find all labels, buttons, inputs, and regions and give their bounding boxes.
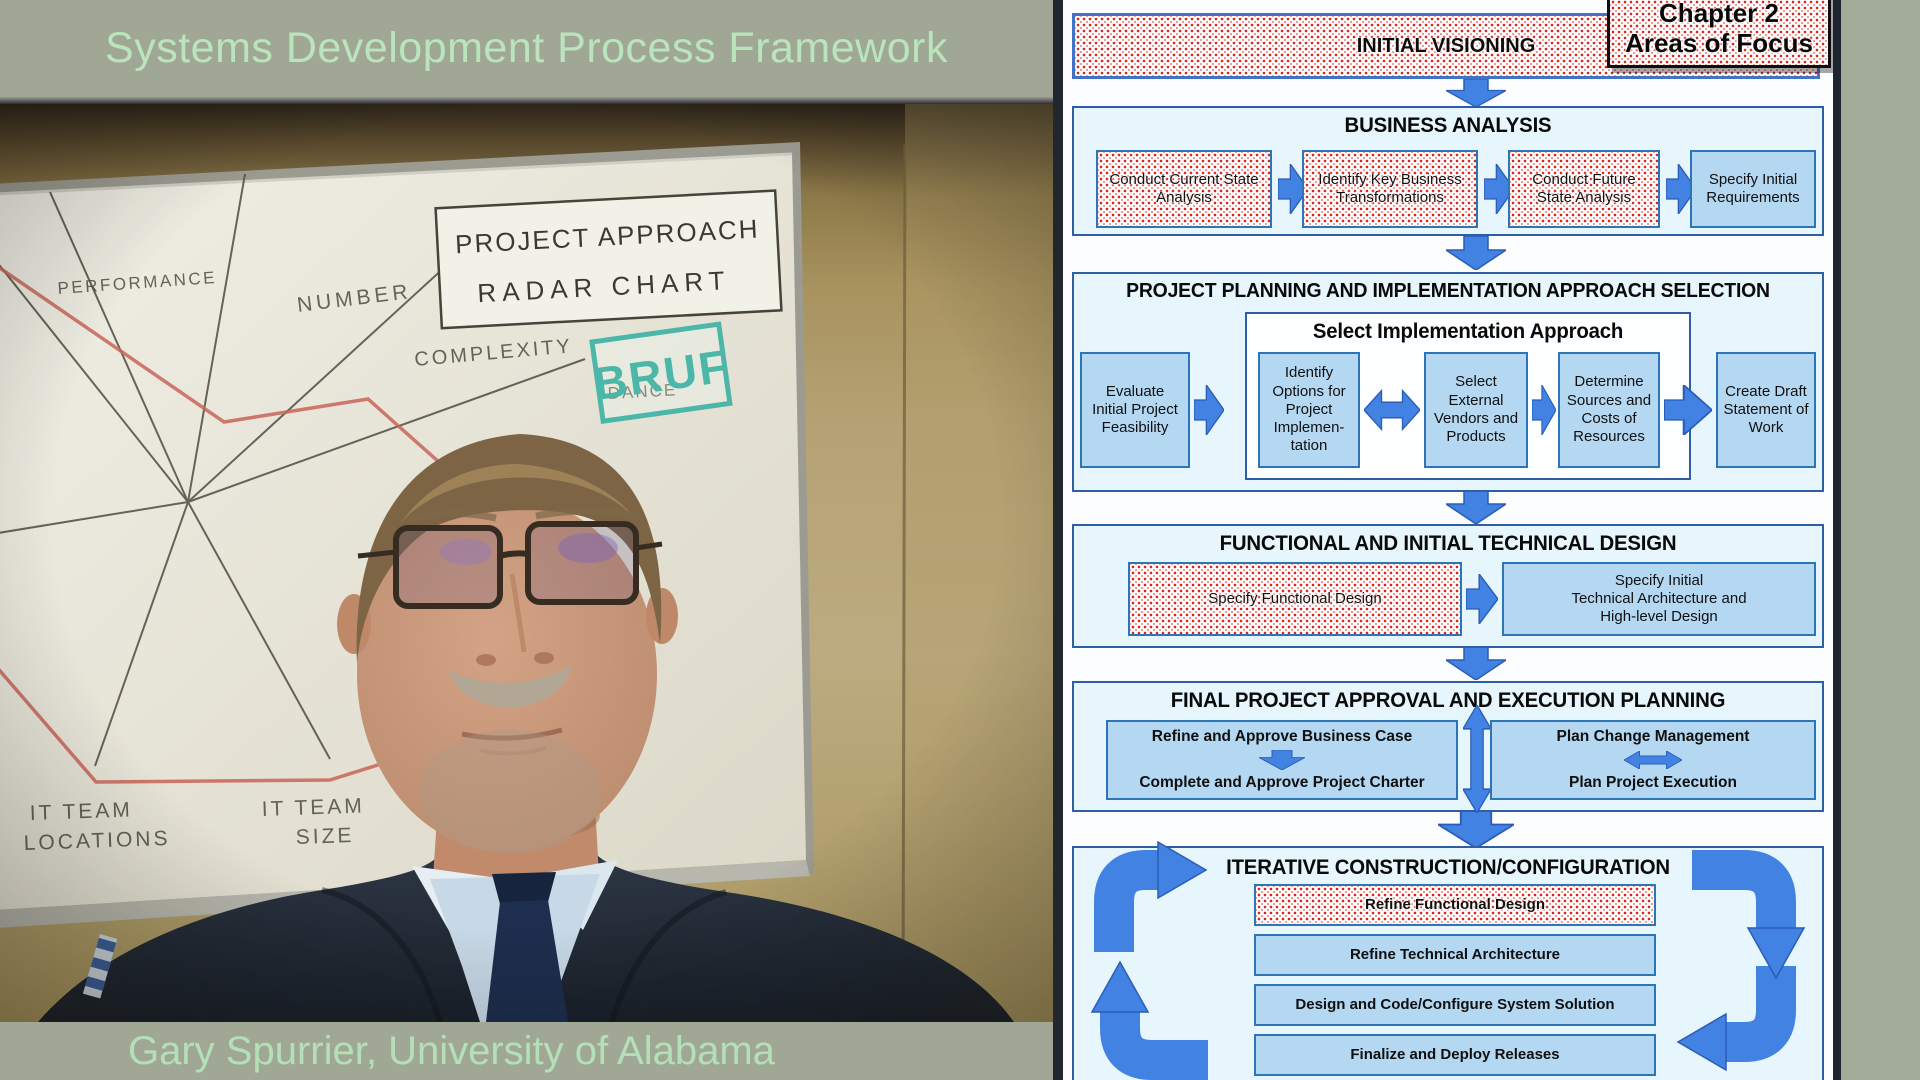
loop-arrow-right-bottom [1726,966,1796,1062]
functional-design-title: FUNCTIONAL AND INITIAL TECHNICAL DESIGN [1219,532,1677,555]
arrow-right-fd [1466,574,1498,624]
webcam-video[interactable]: PERFORMANCE NUMBER COMPLEXITY DANCE IT T… [0,104,1053,1022]
video-title: Systems Development Process Framework [105,24,948,72]
step-finalize-deploy: Finalize and Deploy Releases [1254,1034,1656,1076]
final-approval-title: FINAL PROJECT APPROVAL AND EXECUTION PLA… [1170,689,1726,712]
title-separator [0,97,1053,104]
complete-charter-label: Complete and Approve Project Charter [1139,774,1425,791]
step-refine-functional-design: Refine Functional Design [1254,884,1656,926]
arrow-double-horizontal-pp [1364,381,1420,439]
arrow-right-ba-1 [1278,164,1308,214]
speaker-caption-bar: Gary Spurrier, University of Alabama [0,1022,1053,1080]
step-identify-options: Identify Options for Project Implemen-ta… [1258,352,1360,468]
arrow-right-ba-3 [1666,164,1696,214]
specify-technical-line2: Technical Architecture and [1571,589,1747,607]
step-specify-technical-architecture: Specify Initial Technical Architecture a… [1502,562,1816,636]
step-specify-functional-design: Specify Functional Design [1128,562,1462,636]
flow-arrow-down-1 [1446,79,1506,107]
step-design-code-configure: Design and Code/Configure System Solutio… [1254,984,1656,1026]
arrow-right-pp-3 [1664,385,1712,435]
step-refine-technical-architecture: Refine Technical Architecture [1254,934,1656,976]
initial-visioning-label: INITIAL VISIONING [1356,34,1536,57]
chapter-2-badge: Chapter 2 Areas of Focus [1607,0,1831,68]
loop-arrow-right-top [1692,850,1796,928]
specify-technical-line1: Specify Initial [1614,571,1704,589]
specify-technical-line3: High-level Design [1600,608,1718,626]
flow-arrow-down-4 [1446,646,1506,680]
step-conduct-current-state: Conduct Current State Analysis [1096,150,1272,228]
step-specify-requirements: Specify Initial Requirements [1690,150,1816,228]
vignette [0,104,1053,1022]
arrow-right-ba-2 [1484,164,1514,214]
flow-arrow-down-3 [1446,490,1506,524]
loop-arrow-left-bottom [1100,1012,1208,1080]
speaker-name: Gary Spurrier, University of Alabama [128,1028,775,1073]
project-planning-title: PROJECT PLANNING AND IMPLEMENTATION APPR… [1126,280,1770,302]
video-title-bar: Systems Development Process Framework [0,0,1053,97]
iterative-construction-title: ITERATIVE CONSTRUCTION/CONFIGURATION [1226,856,1670,879]
step-create-sow: Create Draft Statement of Work [1716,352,1816,468]
mini-arrow-down-icon [1259,750,1305,770]
step-conduct-future-state: Conduct Future State Analysis [1508,150,1660,228]
final-approval-right-box: Plan Change Management Plan Project Exec… [1490,720,1816,800]
arrow-right-pp-2 [1532,385,1556,435]
arrow-double-vertical-fa [1463,705,1491,813]
business-analysis-title: BUSINESS ANALYSIS [1344,114,1552,137]
step-determine-sources: Determine Sources and Costs of Resources [1558,352,1660,468]
panel-right-edge [1833,0,1841,1080]
flow-arrow-down-2 [1446,236,1506,270]
iteration-loop-arrows [1063,840,1833,1080]
final-approval-left-box: Refine and Approve Business Case Complet… [1106,720,1458,800]
select-implementation-approach-title: Select Implementation Approach [1312,320,1624,343]
step-identify-transformations: Identify Key Business Transformations [1302,150,1478,228]
step-select-vendors: Select External Vendors and Products [1424,352,1528,468]
loop-arrow-left-top [1094,850,1158,952]
refine-business-case-label: Refine and Approve Business Case [1151,728,1413,745]
step-evaluate-feasibility: Evaluate Initial Project Feasibility [1080,352,1190,468]
chapter-badge-line1: Chapter 2 [1659,0,1779,28]
chapter-badge-line2: Areas of Focus [1625,28,1813,59]
office-scene: PERFORMANCE NUMBER COMPLEXITY DANCE IT T… [0,104,1053,1022]
video-panel-divider [1053,0,1063,1080]
arrow-right-pp-1 [1194,385,1224,435]
plan-change-mgmt-label: Plan Change Management [1556,728,1750,745]
plan-execution-label: Plan Project Execution [1569,774,1737,791]
mini-arrow-double-horizontal-icon [1624,751,1682,769]
